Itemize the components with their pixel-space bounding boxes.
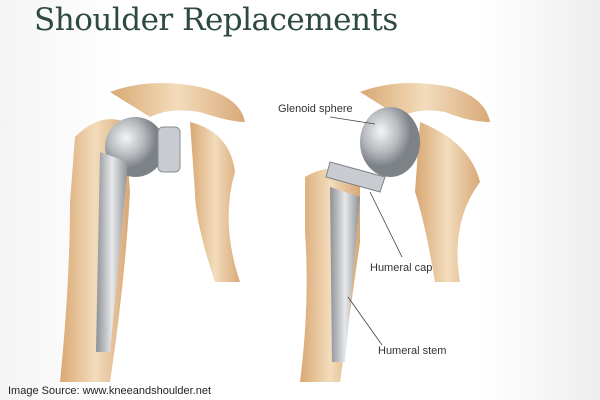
label-humeral-stem: Humeral stem (378, 345, 447, 357)
shoulder-implant-illustration (60, 83, 490, 382)
anatomic-shoulder-replacement (60, 83, 245, 382)
slide-title: Shoulder Replacements (34, 2, 398, 38)
label-humeral-cap: Humeral cap (370, 262, 433, 274)
reverse-shoulder-replacement (300, 83, 490, 382)
image-source-credit: Image Source: www.kneeandshoulder.net (8, 385, 212, 397)
label-glenoid-sphere: Glenoid sphere (278, 103, 353, 115)
